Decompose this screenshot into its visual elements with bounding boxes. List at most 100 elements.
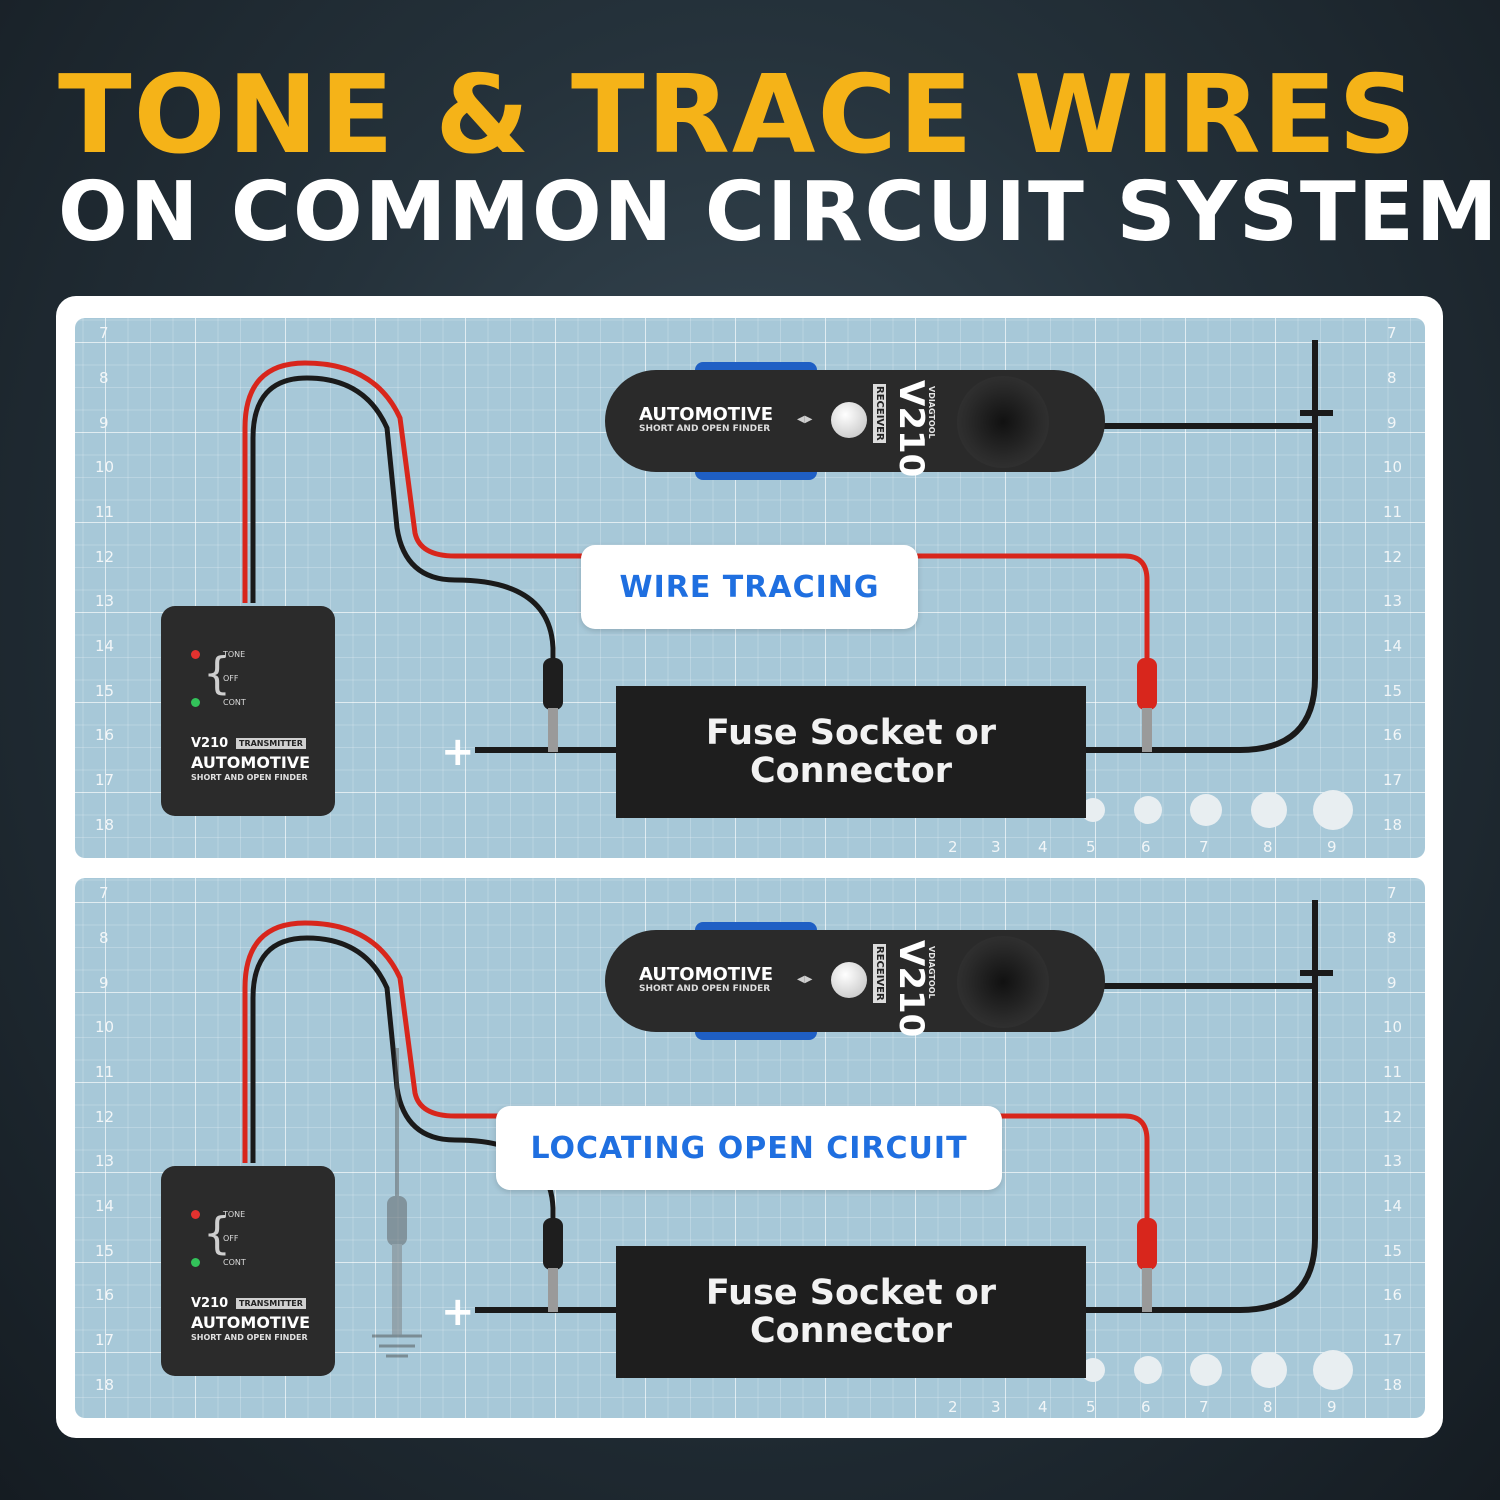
probe-cable	[1085, 340, 1318, 753]
transmitter-model: V210	[191, 1296, 229, 1311]
ruler-row: 15	[95, 1242, 115, 1260]
mat-dots	[1081, 790, 1353, 830]
cont-led-icon	[191, 1258, 200, 1267]
ruler-row: 7	[1387, 324, 1397, 342]
speaker-icon	[957, 376, 1049, 468]
locating-open-circuit-label: LOCATING OPEN CIRCUIT	[496, 1106, 1002, 1190]
mode-cont: CONT	[223, 698, 246, 707]
ruler-row: 9	[1387, 974, 1397, 992]
panel-wiring-art	[242, 340, 1353, 830]
mode-switch-brace: {	[203, 648, 231, 699]
ruler-row: 18	[95, 1376, 115, 1394]
fuse-label-line-1: Fuse Socket or	[705, 713, 997, 753]
ruler-row: 14	[1383, 637, 1403, 655]
ruler-row: 9	[1387, 414, 1397, 432]
ruler-col: 9	[1327, 838, 1337, 856]
receiver-device: AUTOMOTIVE SHORT AND OPEN FINDER ◀▶ V210…	[605, 916, 1105, 1046]
ruler-col: 2	[948, 1398, 958, 1416]
ruler-row: 13	[95, 1152, 115, 1170]
ruler-row: 10	[1383, 458, 1403, 476]
ruler-row: 16	[1383, 726, 1403, 744]
receiver-tag: RECEIVER	[873, 944, 886, 1003]
ruler-row: 13	[1383, 1152, 1403, 1170]
transmitter-subtitle: SHORT AND OPEN FINDER	[191, 773, 308, 782]
volume-arrow-icon: ◀▶	[797, 414, 813, 425]
ruler-row: 10	[95, 1018, 115, 1036]
transmitter-tag: TRANSMITTER	[236, 1298, 306, 1309]
ruler-col: 5	[1086, 1398, 1096, 1416]
transmitter-tag: TRANSMITTER	[236, 738, 306, 749]
ruler-row: 14	[95, 637, 115, 655]
transmitter-subtitle: SHORT AND OPEN FINDER	[191, 1333, 308, 1342]
ruler-row: 14	[1383, 1197, 1403, 1215]
ruler-row: 18	[1383, 816, 1403, 834]
ruler-row: 16	[95, 726, 115, 744]
ruler-row: 11	[95, 503, 115, 521]
ruler-row: 14	[95, 1197, 115, 1215]
panel-wiring-art	[242, 900, 1353, 1390]
receiver-power-button[interactable]	[831, 962, 867, 998]
fuse-label-line-2: Connector	[749, 751, 953, 791]
panel-wire-tracing: + WIRE TRACING Fuse Socket or Connector …	[75, 318, 1425, 858]
ruler-col: 6	[1141, 838, 1151, 856]
red-alligator-clip	[1137, 1218, 1157, 1312]
transmitter-model: V210	[191, 736, 229, 751]
ruler-col: 5	[1086, 838, 1096, 856]
wire-tracing-label: WIRE TRACING	[581, 545, 918, 629]
receiver-subtitle: SHORT AND OPEN FINDER	[639, 424, 771, 434]
receiver-subtitle: SHORT AND OPEN FINDER	[639, 984, 771, 994]
ruler-row: 15	[1383, 1242, 1403, 1260]
ruler-row: 8	[1387, 369, 1397, 387]
black-lead	[250, 375, 556, 663]
ruler-row: 11	[1383, 1063, 1403, 1081]
ruler-col: 7	[1199, 1398, 1209, 1416]
ruler-row: 12	[95, 1108, 115, 1126]
fuse-label-line-2: Connector	[749, 1311, 953, 1351]
receiver-power-button[interactable]	[831, 402, 867, 438]
receiver-brand: VDIAGTOOL	[927, 386, 936, 439]
ground-lead	[372, 1048, 422, 1358]
ruler-row: 17	[1383, 771, 1403, 789]
receiver-brand: VDIAGTOOL	[927, 946, 936, 999]
ruler-row: 7	[99, 884, 109, 902]
ruler-row: 16	[95, 1286, 115, 1304]
ruler-row: 17	[1383, 1331, 1403, 1349]
ruler-row: 7	[99, 324, 109, 342]
receiver-name: AUTOMOTIVE	[639, 404, 773, 425]
ruler-col: 8	[1263, 1398, 1273, 1416]
mat-dots	[1081, 1350, 1353, 1390]
ruler-row: 11	[95, 1063, 115, 1081]
black-alligator-clip	[543, 1218, 563, 1312]
receiver-device: AUTOMOTIVE SHORT AND OPEN FINDER ◀▶ V210…	[605, 356, 1105, 486]
black-alligator-clip	[543, 658, 563, 752]
ruler-row: 18	[1383, 1376, 1403, 1394]
red-lead	[242, 360, 1150, 663]
mode-off: OFF	[223, 1234, 239, 1243]
headline-line-2: ON COMMON CIRCUIT SYSTEM	[58, 165, 1500, 260]
ruler-row: 18	[95, 816, 115, 834]
ruler-row: 15	[95, 682, 115, 700]
headline-line-1: TONE & TRACE WIRES	[58, 53, 1419, 178]
ruler-row: 8	[99, 369, 109, 387]
tone-led-icon	[191, 1210, 200, 1219]
volume-arrow-icon: ◀▶	[797, 974, 813, 985]
mode-cont: CONT	[223, 1258, 246, 1267]
fuse-socket-box: Fuse Socket or Connector	[616, 1246, 1086, 1378]
ruler-row: 17	[95, 1331, 115, 1349]
ruler-col: 4	[1038, 1398, 1048, 1416]
red-lead	[242, 920, 1150, 1223]
ruler-row: 9	[99, 974, 109, 992]
ruler-col: 8	[1263, 838, 1273, 856]
ruler-col: 9	[1327, 1398, 1337, 1416]
transmitter-name: AUTOMOTIVE	[191, 753, 311, 772]
ruler-row: 13	[1383, 592, 1403, 610]
fuse-label-line-1: Fuse Socket or	[705, 1273, 997, 1313]
ruler-row: 11	[1383, 503, 1403, 521]
ruler-row: 7	[1387, 884, 1397, 902]
ruler-row: 8	[1387, 929, 1397, 947]
ruler-row: 10	[95, 458, 115, 476]
ruler-col: 6	[1141, 1398, 1151, 1416]
ruler-col: 7	[1199, 838, 1209, 856]
receiver-tag: RECEIVER	[873, 384, 886, 443]
ruler-row: 17	[95, 771, 115, 789]
